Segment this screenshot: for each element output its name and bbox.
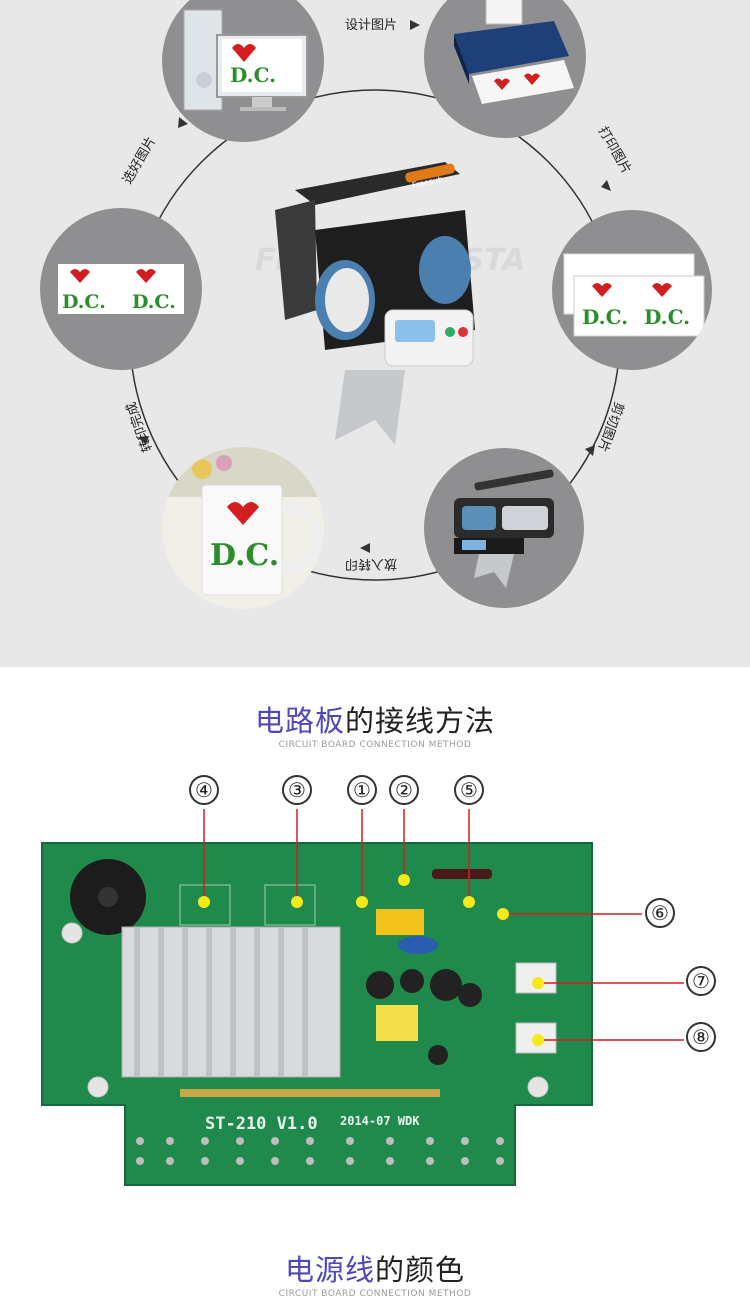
computer-icon: D.C.	[183, 9, 308, 111]
step-circle-select: D.C. D.C.	[40, 208, 202, 370]
mug-press-machine: FREESUB VESTA Freesub	[255, 162, 526, 445]
board-model-label: ST-210 V1.0	[205, 1114, 318, 1134]
arrow-icon	[360, 543, 370, 553]
marker-7: ⑦	[686, 966, 716, 996]
step-circle-design: D.C.	[162, 0, 324, 142]
svg-text:D.C.: D.C.	[62, 291, 106, 313]
selected-paper-icon: D.C. D.C.	[58, 264, 184, 314]
board-date-label: 2014-07 WDK	[340, 1114, 420, 1128]
marker-1: ①	[347, 775, 377, 805]
circuit-board-photo: ST-210 V1.0 2014-07 WDK	[41, 809, 684, 1186]
circuit-section-title: 电路板的接线方法	[254, 704, 496, 738]
svg-text:D.C.: D.C.	[582, 305, 628, 329]
process-diagram: 设计图片 打印图片 剪切图片 放入转印 转印完成 选好图片 D.C.	[0, 0, 750, 667]
step-circle-print	[424, 0, 586, 138]
arrow-icon	[178, 117, 188, 128]
step-circle-finish: D.C.	[162, 447, 324, 609]
step-label-design: 设计图片	[345, 18, 398, 33]
svg-text:D.C.: D.C.	[210, 538, 279, 573]
cut-paper-icon: D.C. D.C.	[563, 253, 705, 337]
press-machine-icon	[454, 469, 554, 588]
svg-text:D.C.: D.C.	[132, 291, 176, 313]
svg-text:D.C.: D.C.	[644, 305, 690, 329]
step-circle-press	[424, 448, 584, 608]
power-section-subtitle: CIRCUIT BOARD CONNECTION METHOD	[278, 1289, 472, 1299]
marker-8: ⑧	[686, 1022, 716, 1052]
arrow-icon	[410, 20, 420, 30]
power-section-title: 电源线的颜色	[284, 1253, 466, 1287]
arrow-icon	[585, 445, 595, 456]
step-circle-cut: D.C. D.C.	[552, 210, 712, 370]
printer-icon	[454, 0, 574, 104]
connection-points	[198, 874, 544, 1046]
arrow-icon	[138, 436, 149, 445]
svg-text:D.C.: D.C.	[230, 63, 276, 87]
circuit-section-subtitle: CIRCUIT BOARD CONNECTION METHOD	[278, 740, 472, 750]
step-label-press: 放入转印	[345, 556, 398, 571]
marker-3: ③	[282, 775, 312, 805]
marker-5: ⑤	[454, 775, 484, 805]
arrow-icon	[601, 180, 611, 191]
finished-mug-icon: D.C.	[162, 447, 324, 596]
marker-2: ②	[389, 775, 419, 805]
marker-6: ⑥	[645, 898, 675, 928]
marker-4: ④	[189, 775, 219, 805]
